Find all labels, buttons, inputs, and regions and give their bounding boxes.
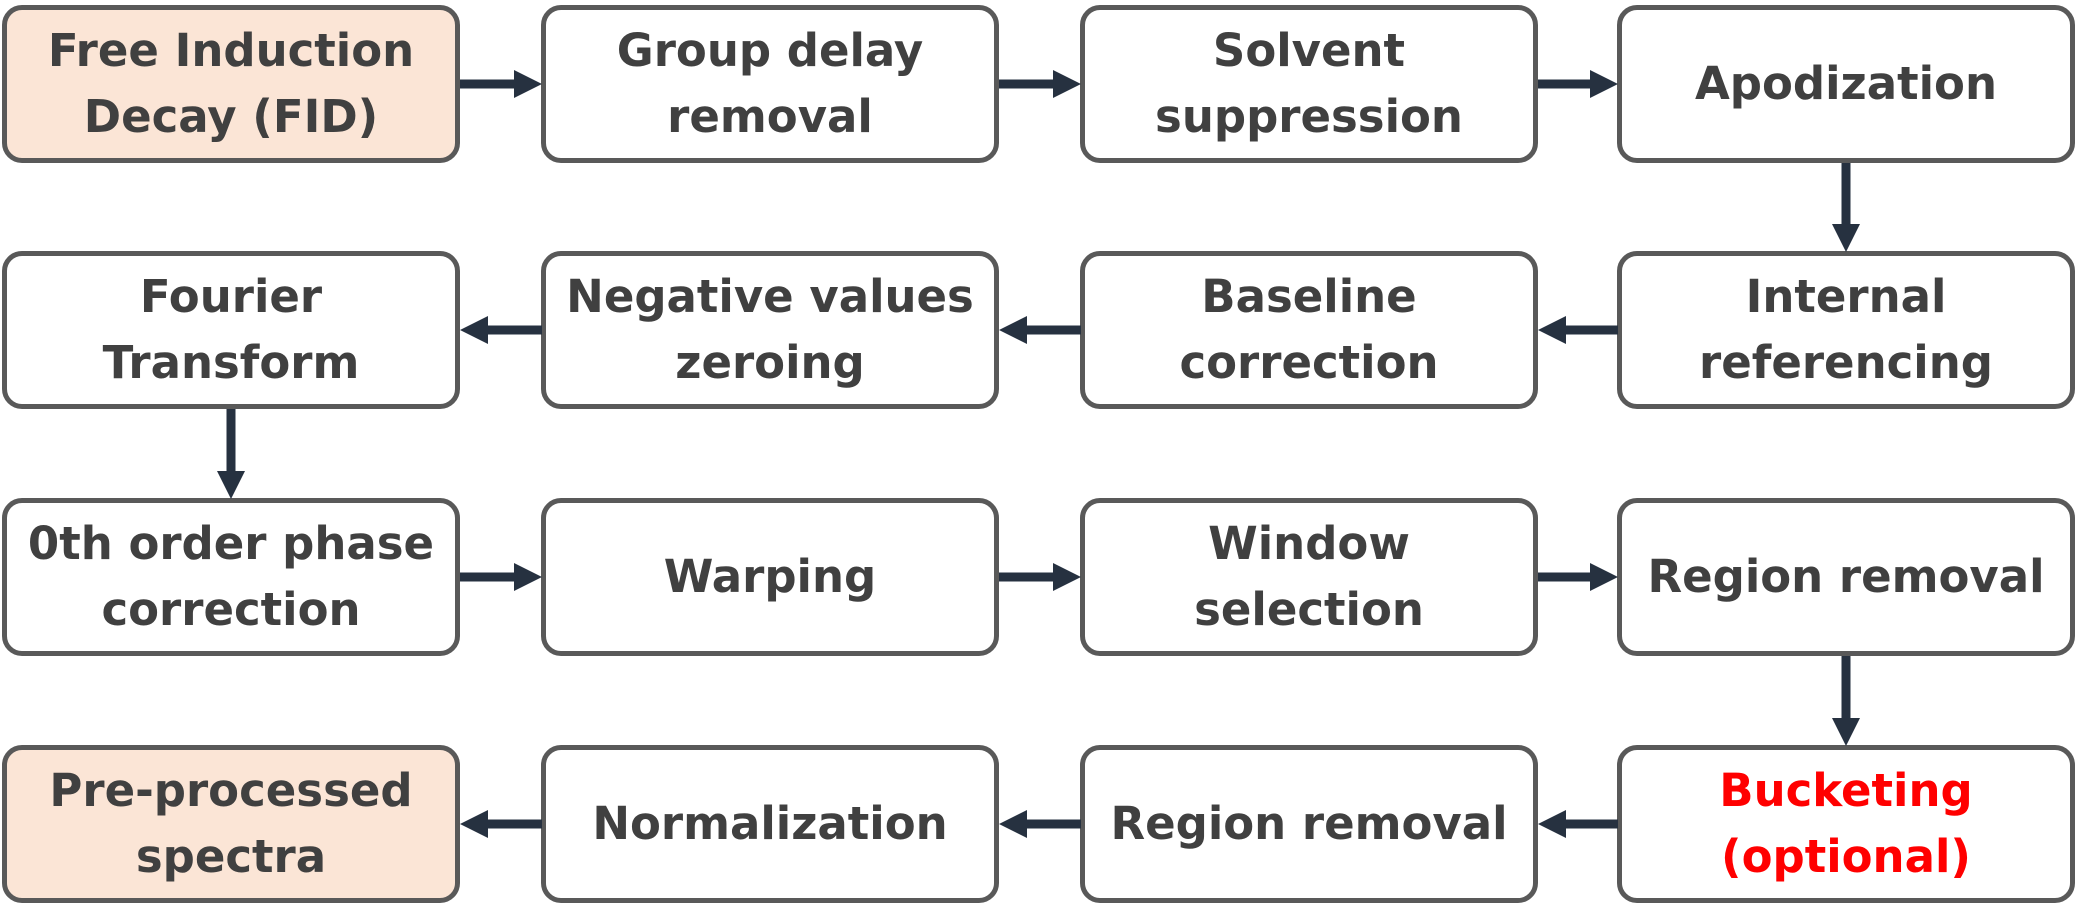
arrow-right-icon [999, 563, 1081, 591]
step-label: Window selection [1194, 517, 1424, 636]
step-window-selection: Window selection [1080, 498, 1538, 656]
step-label: Region removal [1110, 797, 1508, 850]
arrow-right-icon [1538, 70, 1618, 98]
step-warping: Warping [541, 498, 999, 656]
step-apodization: Apodization [1617, 5, 2075, 163]
step-label-optional: Bucketing (optional) [1719, 764, 1973, 883]
step-region-removal-second: Region removal [1080, 745, 1538, 903]
step-solvent-suppression: Solvent suppression [1080, 5, 1538, 163]
step-label: Internal referencing [1699, 270, 1993, 389]
arrow-left-icon [1538, 316, 1618, 344]
arrow-left-icon [460, 810, 542, 838]
step-baseline-correction: Baseline correction [1080, 251, 1538, 409]
arrow-right-icon [1538, 563, 1618, 591]
step-label: Solvent suppression [1155, 24, 1463, 143]
arrow-left-icon [1538, 810, 1618, 838]
arrow-down-icon [1832, 656, 1860, 746]
step-label: 0th order phase correction [27, 517, 435, 636]
step-internal-referencing: Internal referencing [1617, 251, 2075, 409]
arrow-down-icon [1832, 163, 1860, 252]
step-free-induction-decay: Free Induction Decay (FID) [2, 5, 460, 163]
step-label: Pre-processed spectra [49, 764, 413, 883]
arrow-left-icon [999, 810, 1081, 838]
step-group-delay-removal: Group delay removal [541, 5, 999, 163]
step-label: Fourier Transform [102, 270, 360, 389]
step-label: Apodization [1694, 57, 1998, 110]
step-normalization: Normalization [541, 745, 999, 903]
step-zeroth-order-phase-correction: 0th order phase correction [2, 498, 460, 656]
step-preprocessed-spectra: Pre-processed spectra [2, 745, 460, 903]
step-label: Region removal [1647, 550, 2045, 603]
step-fourier-transform: Fourier Transform [2, 251, 460, 409]
step-label: Free Induction Decay (FID) [47, 24, 415, 143]
step-label: Baseline correction [1179, 270, 1439, 389]
arrow-down-icon [217, 409, 245, 499]
step-bucketing-optional: Bucketing (optional) [1617, 745, 2075, 903]
step-region-removal-first: Region removal [1617, 498, 2075, 656]
arrow-right-icon [460, 70, 542, 98]
step-negative-values-zeroing: Negative values zeroing [541, 251, 999, 409]
arrow-left-icon [460, 316, 542, 344]
step-label: Group delay removal [616, 24, 924, 143]
arrow-left-icon [999, 316, 1081, 344]
step-label: Negative values zeroing [566, 270, 974, 389]
step-label: Normalization [592, 797, 948, 850]
arrow-right-icon [460, 563, 542, 591]
step-label: Warping [663, 550, 877, 603]
arrow-right-icon [999, 70, 1081, 98]
